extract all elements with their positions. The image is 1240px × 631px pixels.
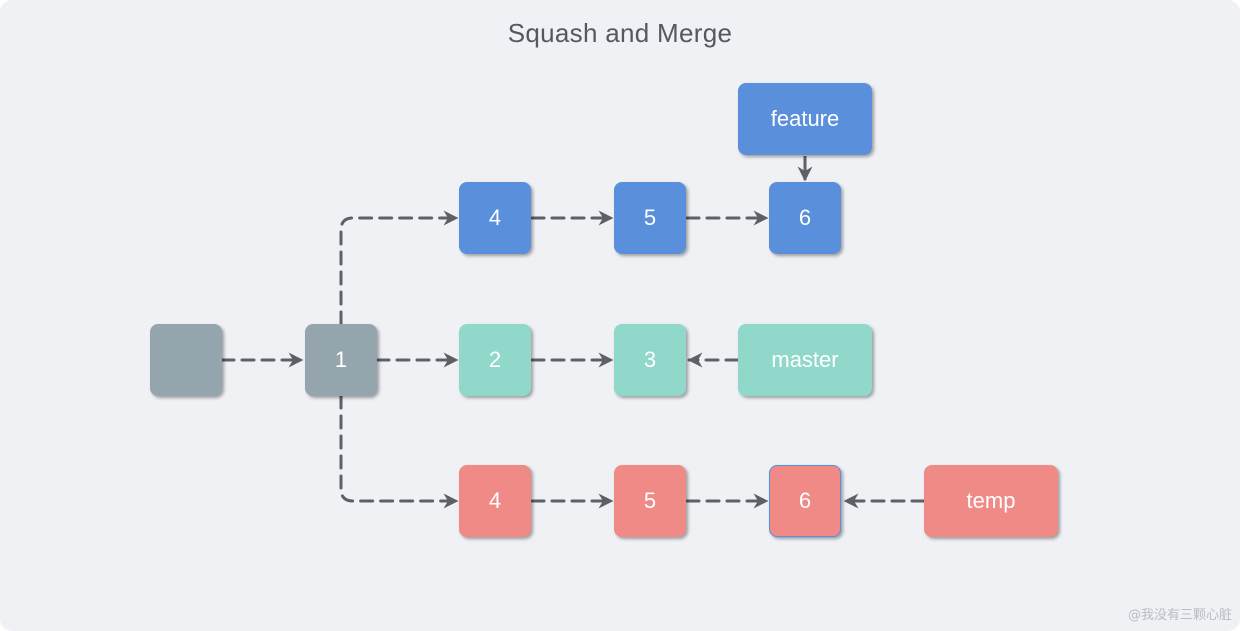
commit-temp-5: 5 (614, 465, 686, 537)
ref-feature: feature (738, 83, 872, 155)
commit-1: 1 (305, 324, 377, 396)
commit-feature-5: 5 (614, 182, 686, 254)
edge-1-to-temp-4 (339, 394, 459, 509)
commit-root (150, 324, 222, 396)
diagram-title: Squash and Merge (507, 18, 733, 48)
commit-temp-6: 6 (769, 465, 841, 537)
commit-feature-4: 4 (459, 182, 531, 254)
commit-master-2: 2 (459, 324, 531, 396)
ref-master: master (738, 324, 872, 396)
commit-feature-6: 6 (769, 182, 841, 254)
watermark: @我没有三颗心脏 (1127, 608, 1232, 623)
edge-1-to-feature-4 (339, 210, 459, 326)
ref-temp: temp (924, 465, 1058, 537)
commit-temp-4: 4 (459, 465, 531, 537)
commit-master-3: 3 (614, 324, 686, 396)
